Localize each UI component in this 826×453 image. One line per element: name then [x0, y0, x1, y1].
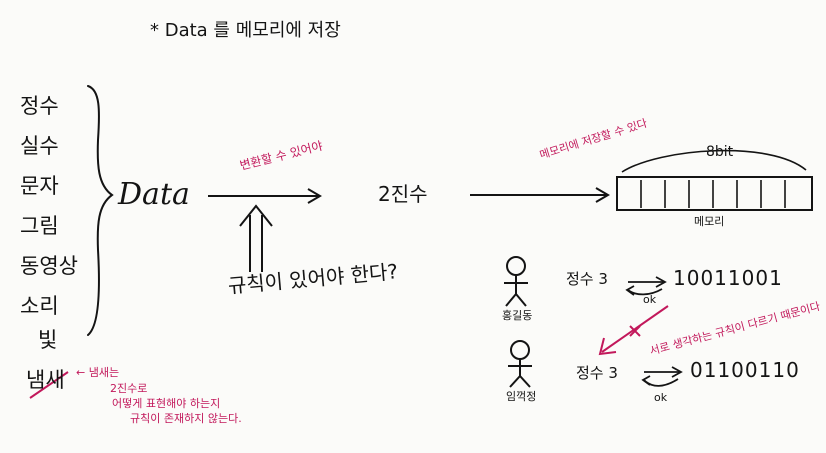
page-title: * Data 를 메모리에 저장: [150, 20, 341, 41]
arrow-data-to-binary: [208, 188, 322, 204]
row2-ok: ok: [654, 391, 668, 404]
smell-note-line-1: ← 냄새는: [76, 366, 120, 379]
row2-label: 정수 3: [576, 364, 618, 382]
data-type-image: 그림: [20, 214, 59, 238]
row1-label: 정수 3: [566, 270, 608, 288]
arrow-binary-to-memory: [470, 187, 610, 203]
row2-exchange-arrows: [641, 366, 683, 387]
row1-ok: ok: [643, 293, 657, 306]
smell-note-line-2: 2진수로: [110, 382, 148, 395]
binary-label: 2진수: [378, 182, 428, 206]
data-type-real: 실수: [20, 134, 59, 158]
smell-note-line-3: 어떻게 표현해야 하는지: [112, 397, 221, 410]
memory-size-label: 8bit: [706, 144, 734, 160]
double-up-arrow: [239, 204, 273, 272]
memory-label: 메모리: [694, 215, 725, 228]
memory-box: [616, 176, 813, 211]
strike-line: [29, 371, 69, 399]
row1-exchange-arrows: [625, 276, 667, 296]
data-type-smell: 냄새: [26, 368, 65, 392]
pink-diagonal-arrow: [598, 305, 669, 356]
person-2-name: 임꺽정: [506, 390, 537, 403]
row2-bits: 01100110: [690, 358, 800, 382]
data-type-sound: 소리: [20, 294, 59, 318]
data-type-char: 문자: [20, 174, 59, 198]
row1-bits: 10011001: [673, 266, 783, 290]
data-type-integer: 정수: [20, 94, 59, 118]
smell-note-line-4: 규칙이 존재하지 않는다.: [130, 412, 242, 425]
curly-brace: [87, 85, 114, 336]
person-1-icon: [504, 256, 528, 307]
data-label: Data: [118, 177, 190, 212]
data-type-light: 빛: [38, 328, 58, 352]
person-2-icon: [508, 340, 532, 388]
memory-size-arc: [621, 149, 807, 173]
person-1-name: 홍길동: [502, 309, 533, 322]
data-type-video: 동영상: [20, 254, 78, 278]
